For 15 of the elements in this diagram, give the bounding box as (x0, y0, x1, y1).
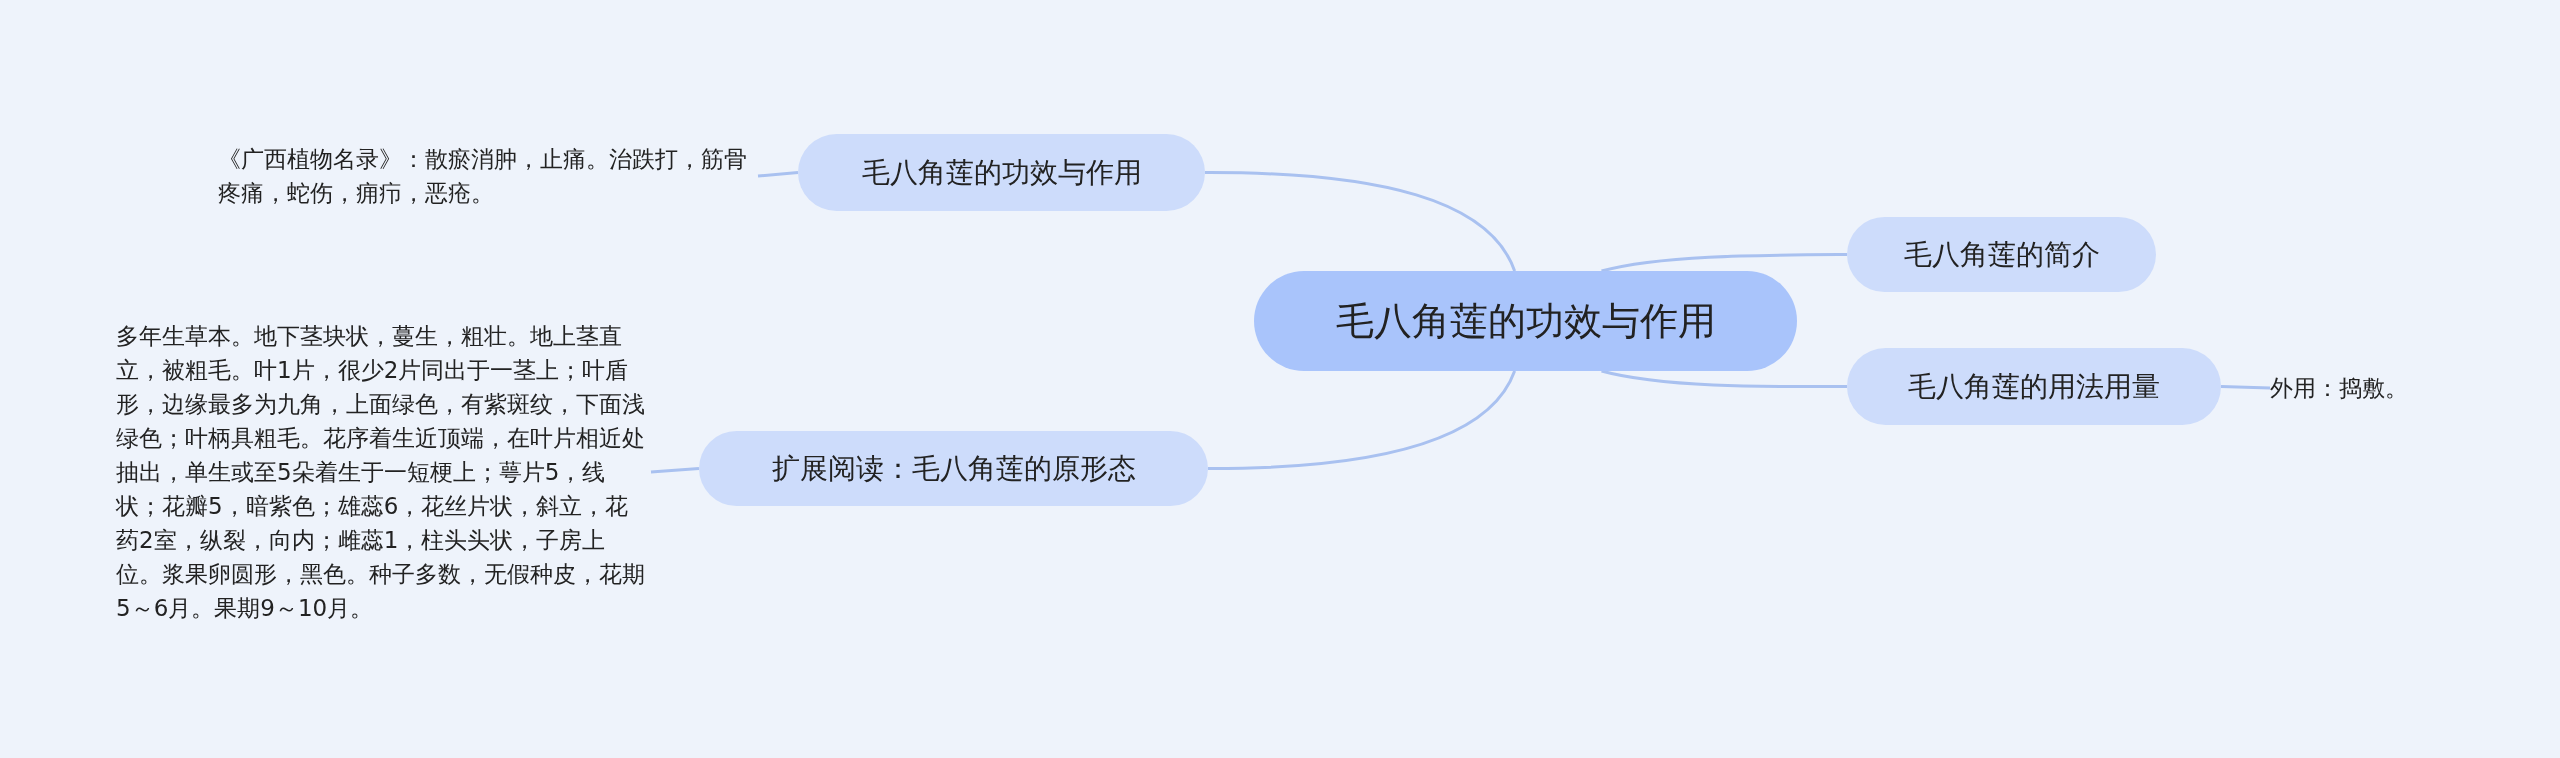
topic-pill: 毛八角莲的用法用量 (1847, 348, 2221, 425)
connector (1601, 369, 1847, 389)
connector (1601, 253, 1847, 273)
connector (757, 171, 799, 178)
central-topic: 毛八角莲的功效与作用 (1254, 271, 1797, 371)
connector (2220, 385, 2271, 390)
note-text: 多年生草本。地下茎块状，蔓生，粗壮。地上茎直立，被粗毛。叶1片，很少2片同出于一茎上；叶盾形，边缘最多为九角，上面绿色，有紫斑纹，下面浅绿色；叶柄具粗毛。花序着生近顶端，在叶片相近处抽出，单生或至5朵着生于一短梗上；萼片5，线状；花瓣5，暗紫色；雄蕊6，花丝片状，斜立，花药2室，纵裂，向内；雌蕊1，柱头头状，子房上位。浆果卵圆形，黑色。种子多数，无假种皮，花期5～6月。果期9～10月。 (116, 300, 651, 644)
topic-pill: 毛八角莲的简介 (1847, 217, 2156, 292)
connector (1205, 171, 1516, 272)
note-text: 外用：捣敷。 (2270, 370, 2440, 406)
connector (650, 467, 700, 474)
connector (1208, 370, 1516, 470)
topic-pill: 扩展阅读：毛八角莲的原形态 (699, 431, 1208, 506)
topic-pill: 毛八角莲的功效与作用 (798, 134, 1205, 211)
note-text: 《广西植物名录》：散瘀消肿，止痛。治跌打，筋骨疼痛，蛇伤，痈疖，恶疮。 (218, 124, 758, 228)
